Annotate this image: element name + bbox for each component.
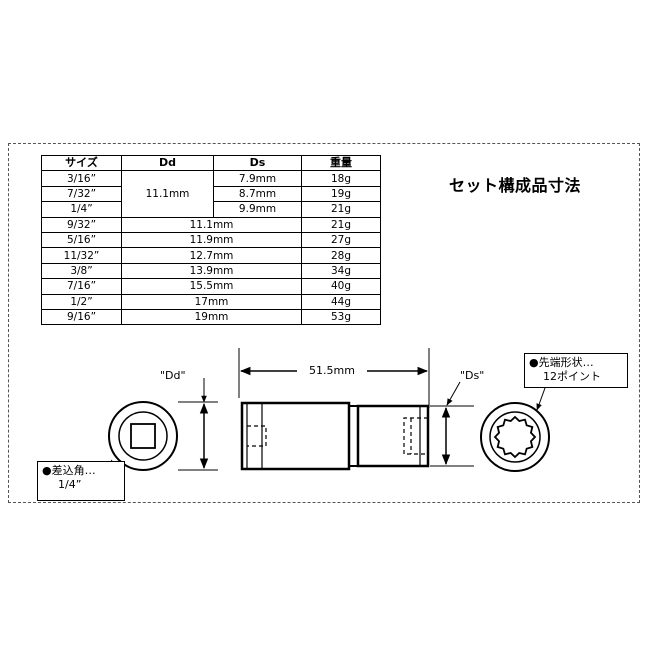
cell-weight: 19g <box>301 185 381 203</box>
cell-size: 11/32” <box>41 247 122 264</box>
cell-dd-shared: 11.1mm <box>121 170 214 218</box>
cell-weight: 34g <box>301 262 381 280</box>
cell-size: 7/16” <box>41 278 122 295</box>
cell-diameter: 17mm <box>121 293 302 310</box>
cell-size: 3/16” <box>41 170 122 187</box>
drive-end-view <box>108 401 178 471</box>
drive-note-title: ●差込角… <box>42 464 96 477</box>
table-row: 1/2” 17mm 44g <box>41 293 381 310</box>
cell-diameter: 13.9mm <box>121 262 302 280</box>
socket-side-view <box>240 401 430 471</box>
cell-diameter: 19mm <box>121 308 302 326</box>
cell-ds: 8.7mm <box>213 185 302 203</box>
cell-size: 3/8” <box>41 262 122 280</box>
diagram-frame <box>8 143 640 503</box>
tip-note-value: 12ポイント <box>543 370 601 383</box>
table-row: 3/8” 13.9mm 34g <box>41 262 381 280</box>
table-header-row: サイズ Dd Ds 重量 <box>41 154 381 172</box>
header-dd: Dd <box>121 154 214 172</box>
cell-weight: 28g <box>301 247 381 264</box>
table-row: 9/16” 19mm 53g <box>41 308 381 326</box>
cell-diameter: 12.7mm <box>121 247 302 264</box>
cell-weight: 53g <box>301 308 381 326</box>
cell-weight: 44g <box>301 293 381 310</box>
length-label: 51.5mm <box>309 364 355 377</box>
length-dimension <box>238 348 430 408</box>
ds-dimension <box>430 381 474 467</box>
cell-diameter: 15.5mm <box>121 278 302 295</box>
cell-weight: 18g <box>301 170 381 187</box>
tip-shape-note: ●先端形状… 12ポイント <box>524 353 628 388</box>
spec-table: サイズ Dd Ds 重量 3/16” 11.1mm 7.9mm 18g 7/32… <box>41 154 381 326</box>
table-row: 9/32” 11.1mm 21g <box>41 216 381 233</box>
table-row: 11/32” 12.7mm 28g <box>41 247 381 264</box>
cell-weight: 40g <box>301 278 381 295</box>
page-title: セット構成品寸法 <box>449 176 582 195</box>
tip-end-view <box>480 402 550 472</box>
drive-note-value: 1/4” <box>58 478 82 491</box>
dd-label: "Dd" <box>160 369 186 382</box>
table-row: 3/16” 11.1mm 7.9mm 18g <box>41 170 381 218</box>
ds-label: "Ds" <box>460 369 485 382</box>
table-row: 7/16” 15.5mm 40g <box>41 278 381 295</box>
table-row: 1/4” 9.9mm 21g <box>41 201 381 218</box>
drive-size-note: ●差込角… 1/4” <box>37 461 125 501</box>
tip-leader <box>536 387 546 411</box>
dd-dimension <box>178 378 218 471</box>
tip-note-title: ●先端形状… <box>529 356 594 369</box>
